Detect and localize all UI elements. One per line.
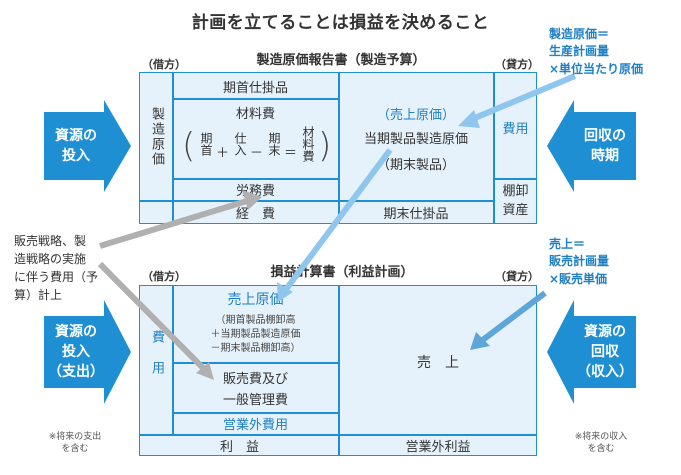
beginning-wip: 期首仕掛品 bbox=[222, 80, 288, 96]
cogs-detail-line: （期首製品棚卸高 bbox=[215, 314, 296, 326]
lower-debit-label: （借方） bbox=[142, 270, 186, 283]
lower-divider bbox=[172, 412, 338, 414]
formula-equals: ＝ bbox=[284, 146, 298, 161]
note-line: を含む bbox=[61, 444, 89, 455]
blue-arrowhead bbox=[458, 110, 480, 128]
blue-arrowhead bbox=[277, 282, 293, 302]
arrow-text-line: 回収 bbox=[591, 343, 619, 360]
lower-divider bbox=[172, 285, 174, 434]
note-line: ※将来の支出 bbox=[48, 432, 102, 442]
recovery-arrow-top-label: 回収の 時期 bbox=[576, 128, 634, 164]
materials-cost: 材料費 bbox=[235, 106, 275, 122]
formula-materials: 材料費 bbox=[301, 126, 315, 162]
arrow-text-line: 資源の bbox=[55, 127, 97, 144]
formula-plus: ＋ bbox=[216, 146, 230, 161]
non-operating-income: 営業外利益 bbox=[405, 440, 471, 455]
ending-wip: 期末仕掛品 bbox=[383, 206, 449, 222]
formula-purchases: 仕入 bbox=[233, 132, 247, 156]
inventory-asset-label: 棚卸資産 bbox=[502, 183, 529, 219]
sga-label-line1: 販売費及び bbox=[222, 371, 288, 387]
upper-expenses-label: 費用 bbox=[502, 121, 529, 137]
profit-label: 利 益 bbox=[219, 440, 259, 455]
arrow-text-line: 回収の bbox=[584, 127, 626, 144]
overhead-cost: 経 費 bbox=[235, 206, 275, 222]
paren-close: ) bbox=[318, 126, 332, 166]
cogs-detail-line: －期末製品棚卸高） bbox=[210, 342, 301, 354]
manufacturing-cost-annotation: 製造原価＝ 生産計画量 ×単位当たり原価 bbox=[549, 26, 677, 78]
lower-divider bbox=[338, 285, 340, 456]
arrow-text-line: （支出） bbox=[48, 364, 104, 381]
gray-arrowhead bbox=[242, 190, 262, 210]
note-line: を含む bbox=[587, 444, 615, 455]
annotation-line: 生産計画量 bbox=[549, 44, 610, 59]
upper-divider bbox=[338, 200, 493, 202]
lower-expenses-label: 費用 bbox=[149, 329, 164, 392]
blue-arrowhead bbox=[470, 332, 490, 350]
input-arrow-bottom-label: 資源の 投入 （支出） bbox=[46, 323, 106, 381]
manufacturing-report-heading: 製造原価報告書（製造予算） bbox=[256, 53, 426, 68]
non-operating-expense: 営業外費用 bbox=[222, 418, 288, 433]
lower-credit-label: （貸方） bbox=[495, 270, 539, 283]
gray-arrow-to-sga bbox=[97, 261, 208, 373]
arrow-text-line: 投入 bbox=[62, 343, 90, 360]
upper-divider bbox=[172, 178, 338, 180]
formula-ending: 期末 bbox=[267, 132, 281, 156]
arrow-text-line: 時期 bbox=[591, 148, 619, 164]
upper-divider bbox=[172, 98, 338, 100]
current-manufacturing-cost: 当期製品製造原価 bbox=[363, 131, 468, 147]
side-note-line: 販売戦略、製 bbox=[14, 234, 87, 248]
formula-minus: － bbox=[250, 146, 264, 161]
right-footnote: ※将来の収入 を含む bbox=[555, 431, 647, 455]
upper-debit-label: （借方） bbox=[142, 58, 186, 71]
arrow-text-line: 投入 bbox=[62, 148, 90, 164]
blue-arrow-to-sales bbox=[478, 290, 547, 345]
upper-credit-label: （貸方） bbox=[495, 58, 539, 71]
formula-beginning: 期首 bbox=[199, 132, 213, 156]
strategy-side-note: 販売戦略、製 造戦略の実施 に伴う費用（予 算）計上 bbox=[14, 232, 124, 304]
arrow-text-line: 資源の bbox=[584, 323, 626, 340]
recovery-arrow-top bbox=[547, 100, 636, 192]
income-statement-heading: 損益計算書（利益計画） bbox=[270, 265, 414, 280]
sales-annotation: 売上＝ 販売計画量 ×販売単価 bbox=[549, 236, 677, 288]
annotation-line: 売上＝ bbox=[549, 237, 586, 251]
side-note-line: 算）計上 bbox=[14, 288, 63, 302]
sales-label: 売 上 bbox=[417, 355, 459, 371]
recovery-arrow-bottom bbox=[547, 300, 636, 404]
materials-formula: ( 期首 ＋ 仕入 － 期末 ＝ 材料費 ) bbox=[182, 124, 332, 178]
lower-divider bbox=[139, 434, 537, 436]
left-footnote: ※将来の支出 を含む bbox=[30, 431, 120, 455]
page-title: 計画を立てることは損益を決めること bbox=[191, 13, 490, 33]
recovery-arrow-bottom-label: 資源の 回収 （収入） bbox=[574, 323, 636, 381]
cogs-detail-line: ＋当期製品製造原価 bbox=[210, 328, 301, 340]
cogs-paren: （売上原価） bbox=[376, 107, 455, 123]
upper-divider bbox=[338, 72, 340, 224]
ending-goods: （期末製品） bbox=[376, 157, 455, 173]
note-line: ※将来の収入 bbox=[574, 432, 628, 442]
blue-arrow-cogs-transfer bbox=[281, 148, 393, 294]
sga-label-line2: 一般管理費 bbox=[222, 392, 288, 408]
manufacturing-cost-label: 製造原価 bbox=[149, 107, 164, 167]
annotation-line: ×単位当たり原価 bbox=[549, 61, 644, 76]
annotation-line: ×販売単価 bbox=[549, 271, 608, 286]
input-arrow-top bbox=[44, 100, 131, 192]
upper-divider bbox=[493, 72, 495, 224]
paren-open: ( bbox=[182, 126, 196, 166]
side-note-line: 造戦略の実施 bbox=[14, 252, 87, 266]
arrow-text-line: 資源の bbox=[55, 323, 97, 340]
gray-arrowhead bbox=[196, 362, 214, 380]
blue-arrow-to-cogs bbox=[468, 73, 577, 123]
lower-divider bbox=[172, 362, 338, 364]
input-arrow-bottom bbox=[44, 300, 131, 404]
upper-divider bbox=[493, 178, 537, 180]
annotation-line: 販売計画量 bbox=[549, 254, 610, 269]
cogs-label: 売上原価 bbox=[227, 292, 284, 308]
side-note-line: に伴う費用（予 bbox=[14, 270, 99, 284]
upper-divider bbox=[172, 72, 174, 224]
input-arrow-top-label: 資源の 投入 bbox=[48, 128, 104, 164]
annotation-line: 製造原価＝ bbox=[549, 27, 610, 41]
gray-arrow-to-overhead bbox=[99, 197, 251, 249]
arrow-text-line: （収入） bbox=[577, 364, 633, 381]
